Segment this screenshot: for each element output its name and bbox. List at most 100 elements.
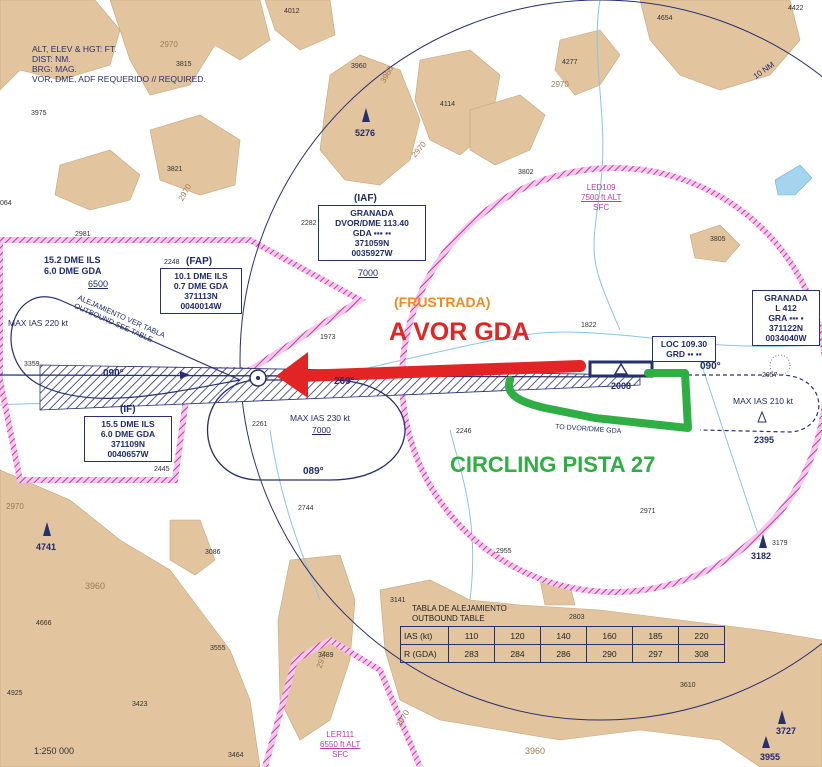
spot-elevation: 3555 <box>210 645 226 652</box>
spot-elevation: 2057 <box>762 372 778 379</box>
if-tag: (IF) <box>120 404 136 415</box>
spot-elevation: 4666 <box>36 620 52 627</box>
peak-elevation: 3182 <box>751 551 772 561</box>
contour-label: 3960 <box>85 581 106 591</box>
iaf-line: GDA ▪▪▪ ▪▪ <box>352 228 392 238</box>
outbound-table-title-line: TABLA DE ALEJAMIENTO <box>412 604 507 613</box>
circling-path <box>505 369 692 432</box>
fap-line: 0.7 DME GDA <box>173 281 229 291</box>
table-row: R (GDA) 283 284 286 290 297 308 <box>400 644 725 663</box>
dme-top-line: 6.0 DME GDA <box>44 266 102 276</box>
table-cell: 220 <box>678 626 725 645</box>
to-vor-label: A VOR GDA <box>389 318 530 346</box>
spot-elevation: 4925 <box>7 690 23 697</box>
table-cell: 308 <box>678 644 725 663</box>
iaf-altitude: 7000 <box>358 268 379 278</box>
runway-symbol <box>613 362 629 375</box>
table-cell: 185 <box>632 626 679 645</box>
if-line: 371109N <box>110 439 146 449</box>
max-ias-west: MAX IAS 220 kt <box>8 318 68 328</box>
spot-elevation: 3821 <box>167 166 183 173</box>
outbound-table: IAS (kt) 110 120 140 160 185 220 R (GDA)… <box>400 626 725 663</box>
spot-elevation: 3802 <box>518 169 534 176</box>
contour-label: 2970 <box>6 502 24 511</box>
spot-elevation: 4654 <box>657 15 673 22</box>
legend-line: VOR, DME, ADF REQUERIDO // REQUIRED. <box>32 74 206 84</box>
contour-label: 2970 <box>160 40 178 49</box>
loc-line: LOC 109.30 <box>660 339 708 349</box>
legend-line: DIST: NM. <box>32 54 71 64</box>
airport-elevation: 2008 <box>611 381 632 391</box>
table-cell: 120 <box>494 626 541 645</box>
spot-elevation: 3805 <box>710 236 726 243</box>
spot-elevation: 3975 <box>31 110 47 117</box>
airspace-led109: LED109 7500 ft ALT SFC <box>581 183 621 213</box>
east-procedure-turn <box>660 374 820 433</box>
iaf-tag: (IAF) <box>354 193 377 204</box>
table-cell: R (GDA) <box>400 644 449 663</box>
spot-elevation: 2744 <box>298 505 314 512</box>
spot-elevation: 3960 <box>351 63 367 70</box>
airspace-alt: 7500 ft ALT <box>581 193 622 202</box>
table-cell: 160 <box>586 626 633 645</box>
airspace-alt: 6550 ft ALT <box>320 740 361 749</box>
hold-altitude: 7000 <box>312 425 331 435</box>
loc-info-box: LOC 109.30 GRD ▪▪ ▪▪ <box>652 336 716 362</box>
spot-elevation: 4277 <box>562 59 578 66</box>
table-cell: 140 <box>540 626 587 645</box>
track-final: 269° <box>334 376 355 387</box>
outbound-table-title: TABLA DE ALEJAMIENTO OUTBOUND TABLE <box>412 604 507 624</box>
track-inbound-west: 090° <box>103 368 124 379</box>
airspace-name: LER111 <box>326 730 355 739</box>
spot-elevation: 3423 <box>132 701 148 708</box>
peak-elevation: 5276 <box>355 128 376 138</box>
legend-line: BRG: MAG. <box>32 64 77 74</box>
spot-elevation: 2971 <box>640 508 656 515</box>
spot-elevation: 2955 <box>496 548 512 555</box>
fap-line: 10.1 DME ILS <box>174 271 228 281</box>
spot-elevation: 2981 <box>75 231 91 238</box>
dme-top-altitude: 6500 <box>88 279 109 289</box>
ndb-info-box: GRANADA L 412 GRA ▪▪▪ ▪ 371122N 0034040W <box>752 290 820 346</box>
reservoir <box>774 164 813 196</box>
table-cell: 110 <box>448 626 495 645</box>
circling-label: CIRCLING PISTA 27 <box>450 452 656 477</box>
legend-line: ALT, ELEV & HGT: FT. <box>32 44 117 54</box>
spot-elevation: 2246 <box>456 428 472 435</box>
if-info-box: 15.5 DME ILS 6.0 DME GDA 371109N 0040657… <box>84 416 172 462</box>
airspace-ler111: LER111 6550 ft ALT SFC <box>320 730 360 760</box>
spot-elevation: 3141 <box>390 597 406 604</box>
iaf-line: 371059N <box>354 238 390 248</box>
inbound-arrow <box>180 371 190 379</box>
max-ias-hold: MAX IAS 230 kt <box>290 413 350 423</box>
outbound-table-title-line: OUTBOUND TABLE <box>412 614 485 623</box>
fap-line: 371113N <box>184 291 218 301</box>
missed-approach-label: (FRUSTRADA) <box>394 294 491 310</box>
restricted-area-ler111 <box>262 636 423 767</box>
spot-elevation: 3179 <box>772 540 788 547</box>
spot-elevation: 2803 <box>569 614 585 621</box>
ndb-marker <box>769 354 791 376</box>
peak-elevation: 3955 <box>760 752 781 762</box>
table-cell: 284 <box>494 644 541 663</box>
fap-line: 0040014W <box>180 301 222 311</box>
contour-label: 2970 <box>551 80 569 89</box>
scale-label: 1:250 000 <box>34 746 75 756</box>
ndb-line: 371122N <box>768 323 804 333</box>
range-ring-10nm <box>239 0 822 721</box>
spot-elevation: 2261 <box>252 421 268 428</box>
ndb-line: 0034040W <box>765 333 807 343</box>
if-line: 15.5 DME ILS <box>101 419 155 429</box>
vor-symbol <box>249 369 267 387</box>
fap-altitude: 2248 <box>164 259 180 266</box>
missed-approach-arrowhead <box>276 352 308 398</box>
spot-elevation: 3610 <box>680 682 696 689</box>
peak-markers <box>43 108 786 748</box>
airspace-floor: SFC <box>332 750 349 759</box>
iaf-line: GRANADA <box>350 208 394 218</box>
spot-elevation: 4422 <box>788 5 804 12</box>
iaf-line: DVOR/DME 113.40 <box>335 218 409 228</box>
if-line: 6.0 DME GDA <box>100 429 156 439</box>
spot-elevation: 4012 <box>284 8 300 15</box>
